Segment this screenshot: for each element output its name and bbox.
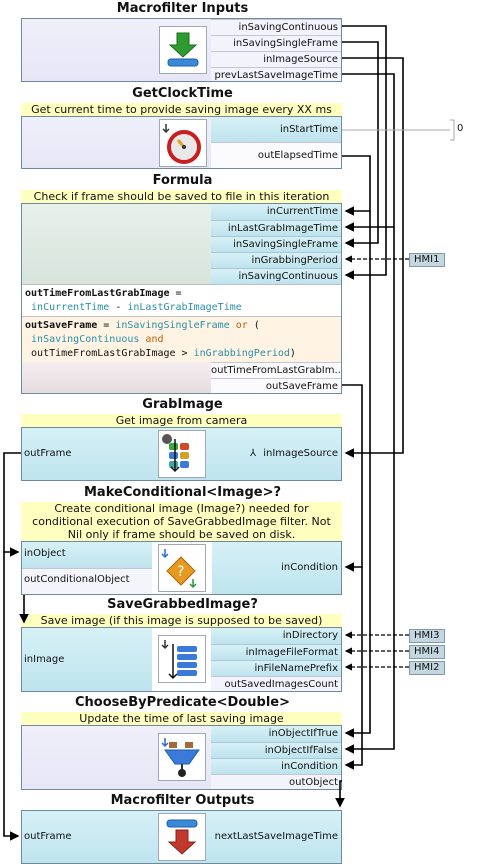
- port-incondition-choose[interactable]: inCondition: [211, 758, 341, 774]
- port-inlastgrabimagetime[interactable]: inLastGrabImageTime: [211, 220, 341, 236]
- port-inobjectiffalse[interactable]: inObjectIfFalse: [211, 742, 341, 758]
- port-outsavedimagescount[interactable]: outSavedImagesCount: [211, 676, 341, 691]
- macrofilter-inputs-title: Macrofilter Inputs: [116, 1, 249, 16]
- formula-comment: Check if frame should be saved to file i…: [21, 190, 342, 203]
- formula-expression-1: outTimeFromLastGrabImage = inCurrentTime…: [22, 284, 341, 316]
- getclocktime-comment: Get current time to provide saving image…: [21, 103, 342, 116]
- makeconditional-comment: Create conditional image (Image?) needed…: [21, 502, 342, 541]
- makeconditional-title: MakeConditional<Image>?: [84, 485, 281, 500]
- wire-saving-continuous: [342, 25, 387, 280]
- choose-predicate-icon: [158, 733, 206, 781]
- download-arrow-icon: [159, 26, 207, 74]
- port-insavingcontinuous-formula[interactable]: inSavingContinuous: [211, 268, 341, 284]
- port-infilenameprefix[interactable]: inFileNamePrefix: [211, 660, 341, 676]
- formula-block[interactable]: inCurrentTime inLastGrabImageTime inSavi…: [21, 203, 342, 394]
- port-outframe-output[interactable]: outFrame: [24, 831, 72, 842]
- port-outsaveframe[interactable]: outSaveFrame: [211, 378, 341, 393]
- wire-saving-single-frame: [342, 41, 379, 248]
- port-outframe-grab[interactable]: outFrame: [24, 448, 72, 459]
- save-image-icon: [158, 635, 206, 683]
- getclocktime-title: GetClockTime: [132, 86, 233, 101]
- port-prevlastsaveimagetime[interactable]: prevLastSaveImageTime: [211, 67, 341, 81]
- port-insavingsingleframe-formula[interactable]: inSavingSingleFrame: [211, 236, 341, 252]
- grab-image-icon: [158, 430, 206, 478]
- port-inobjectiftrue[interactable]: inObjectIfTrue: [211, 726, 341, 742]
- port-inimagesource-grab[interactable]: inImageSource: [263, 448, 338, 459]
- macrofilter-outputs-block[interactable]: outFrame nextLastSaveImageTime: [21, 810, 342, 864]
- port-outelapsedtime[interactable]: outElapsedTime: [211, 142, 341, 168]
- hmi-tag-1[interactable]: HMI1: [409, 253, 445, 267]
- wire-start-time-const: [342, 119, 455, 141]
- formula-expression-2: outSaveFrame = inSavingSingleFrame or ( …: [22, 316, 341, 362]
- savegrabbedimage-title: SaveGrabbedImage?: [107, 597, 258, 612]
- grabimage-block[interactable]: outFrame ⅄ inImageSource: [21, 427, 342, 481]
- port-ingrabbingperiod[interactable]: inGrabbingPeriod: [211, 252, 341, 268]
- wire-outframe-to-output: [3, 552, 20, 841]
- choosebypredicate-comment: Update the time of last saving image: [21, 712, 342, 725]
- port-inimagefileformat[interactable]: inImageFileFormat: [211, 644, 341, 660]
- port-inimagesource[interactable]: inImageSource: [211, 51, 341, 67]
- wire-elapsed-to-choose: [344, 211, 371, 738]
- wire-save-frame-to-choose: [344, 567, 363, 770]
- port-outobject[interactable]: outObject: [211, 774, 341, 789]
- wire-out-object: [335, 780, 345, 808]
- grabimage-comment: Get image from camera: [21, 414, 342, 427]
- port-outconditionalobject[interactable]: outConditionalObject: [24, 574, 130, 585]
- port-insavingcontinuous[interactable]: inSavingContinuous: [211, 19, 341, 35]
- hmi-tag-2[interactable]: HMI2: [409, 661, 445, 675]
- port-inimage[interactable]: inImage: [24, 654, 65, 665]
- wire-image-source: [342, 57, 404, 458]
- wire-elapsed-time: [342, 155, 371, 216]
- choosebypredicate-block[interactable]: inObjectIfTrue inObjectIfFalse inConditi…: [21, 725, 342, 790]
- port-incondition-make[interactable]: inCondition: [281, 562, 338, 573]
- port-incurrenttime[interactable]: inCurrentTime: [211, 204, 341, 220]
- port-instarttime[interactable]: inStartTime: [211, 117, 341, 142]
- svg-text:?: ?: [177, 564, 184, 580]
- savegrabbedimage-comment: Save image (if this image is supposed to…: [21, 614, 342, 627]
- hmi-tag-3[interactable]: HMI3: [409, 629, 445, 643]
- port-nextlastsaveimagetime[interactable]: nextLastSaveImageTime: [214, 831, 338, 842]
- grabimage-title: GrabImage: [142, 397, 223, 412]
- conditional-question-icon: ?: [158, 544, 206, 592]
- wire-save-frame: [342, 384, 363, 572]
- port-insavingsingleframe[interactable]: inSavingSingleFrame: [211, 35, 341, 51]
- macrofilter-inputs-block[interactable]: inSavingContinuous inSavingSingleFrame i…: [21, 18, 342, 82]
- port-outtimefromlastgrabimage[interactable]: outTimeFromLastGrabIm...: [211, 362, 341, 378]
- macrofilter-outputs-title: Macrofilter Outputs: [110, 793, 255, 808]
- makeconditional-block[interactable]: inObject outConditionalObject ? inCondit…: [21, 541, 342, 595]
- stopwatch-icon: [159, 119, 207, 167]
- port-inobject[interactable]: inObject: [24, 548, 66, 559]
- wire-outframe: [3, 452, 21, 557]
- choosebypredicate-title: ChooseByPredicate<Double>: [75, 695, 290, 710]
- port-indirectory[interactable]: inDirectory: [211, 628, 341, 644]
- getclocktime-block[interactable]: inStartTime outElapsedTime: [21, 116, 342, 169]
- savegrabbedimage-block[interactable]: inImage inDirectory inImageFileFormat in…: [21, 627, 342, 692]
- fork-icon: ⅄: [250, 448, 257, 459]
- hmi-tag-4[interactable]: HMI4: [409, 645, 445, 659]
- formula-title: Formula: [152, 173, 213, 188]
- upload-arrow-icon: [158, 813, 206, 861]
- const-value-zero: 0: [457, 123, 464, 134]
